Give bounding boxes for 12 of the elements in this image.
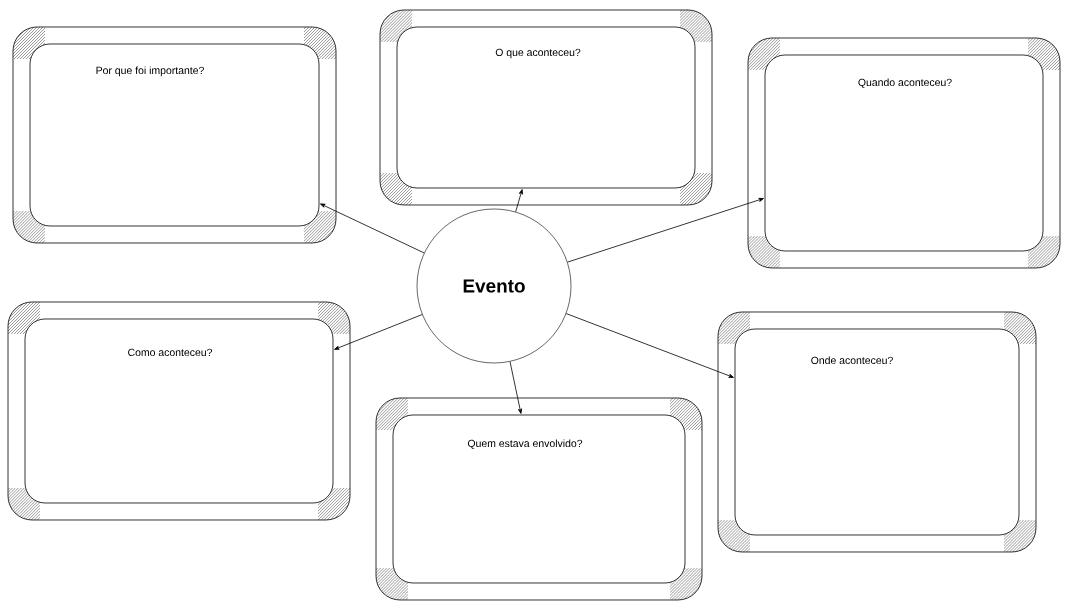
arrow (509, 361, 522, 414)
question-box: O que aconteceu? (379, 9, 713, 206)
arrow (565, 313, 734, 378)
arrow (567, 197, 764, 263)
question-box: Como aconteceu? (7, 301, 351, 521)
question-box: Onde aconteceu? (717, 311, 1037, 553)
arrow (320, 203, 425, 254)
question-box: Quando aconteceu? (747, 37, 1061, 269)
arrow (334, 314, 423, 350)
question-box: Quem estava envolvido? (375, 397, 703, 601)
arrow (515, 189, 523, 213)
question-box: Por que foi importante? (12, 26, 337, 244)
